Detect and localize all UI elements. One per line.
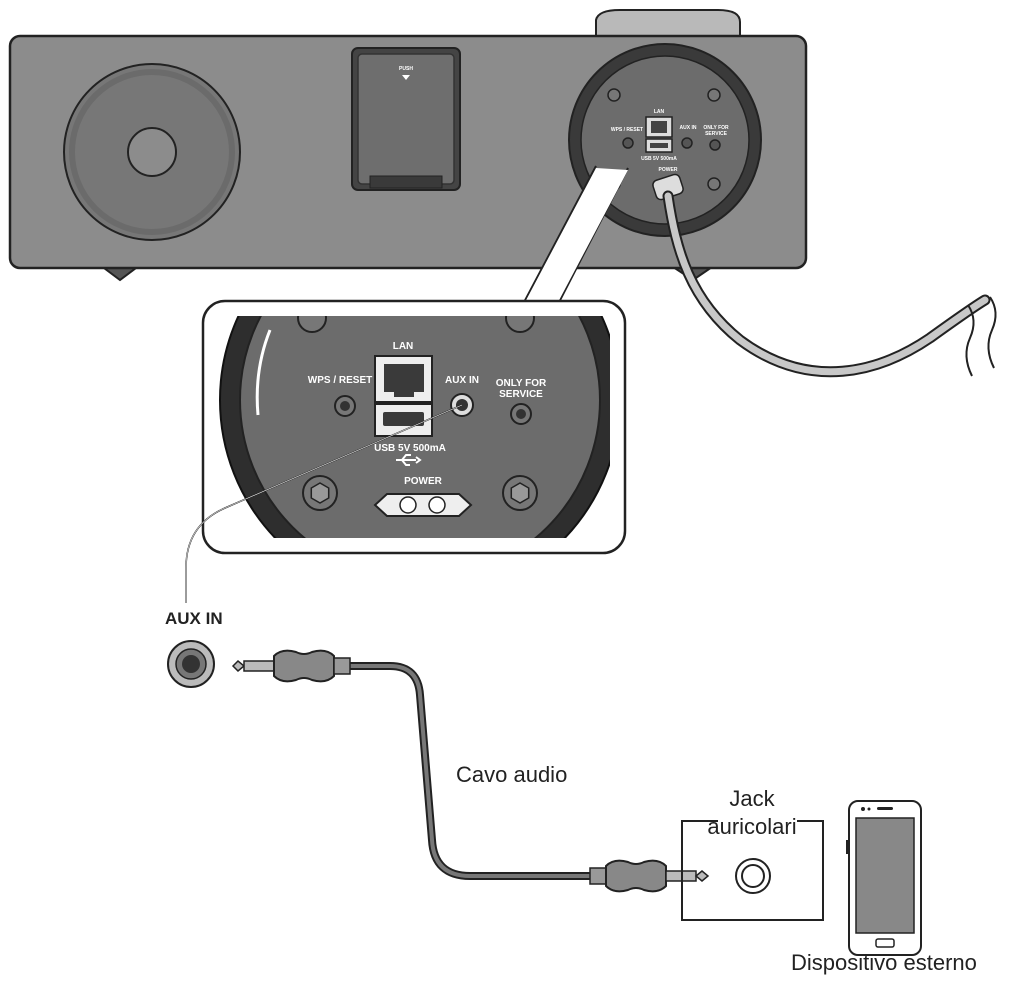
only-for-label: ONLY FOR: [496, 378, 547, 389]
screw-head-icon: [510, 482, 530, 504]
aux-in-jack-small: [681, 137, 693, 149]
cable-label: Cavo audio: [456, 762, 567, 787]
external-device-label: Dispositivo esterno: [791, 950, 977, 975]
bass-port-ring: [69, 69, 235, 235]
cord-break-icon: [965, 296, 997, 377]
usb-socket-icon: [383, 412, 424, 426]
power-pin-icon: [399, 496, 417, 514]
callout-pointer-fill: [523, 168, 628, 306]
screw-icon: [707, 177, 721, 191]
usb-label: USB 5V 500mA: [374, 443, 446, 454]
bass-port-center: [127, 127, 177, 177]
power-label-small: POWER: [659, 167, 678, 173]
screw-head-icon: [310, 482, 330, 504]
zoomed-connection-panel: LAN USB 5V 500mA WPS / RESET AUX IN ONLY…: [218, 316, 610, 538]
panel-highlight: [255, 329, 272, 416]
power-socket: [373, 493, 473, 517]
headphone-jack-label-line1: Jack: [729, 786, 775, 811]
audio-cable-fill: [350, 664, 592, 878]
service-label-small: SERVICE: [705, 131, 728, 137]
aux-in-title: AUX IN: [165, 609, 223, 628]
device-top-cap: [595, 9, 741, 39]
headphone-jack-inner: [741, 864, 765, 888]
audio-plug-left: [231, 649, 351, 683]
wps-label-small: WPS / RESET: [611, 127, 643, 133]
wps-reset-button-center: [340, 401, 350, 411]
usb-port-small-socket: [650, 143, 668, 148]
speaker-device: PUSH LAN USB 5V 500mA WPS / RESET AUX IN: [8, 9, 997, 378]
service-port-small: [709, 139, 721, 151]
push-label: PUSH: [399, 66, 413, 72]
lan-label: LAN: [393, 341, 414, 352]
screw-icon: [505, 316, 535, 333]
usb-symbol-icon: [396, 454, 422, 466]
push-door[interactable]: PUSH: [351, 47, 461, 191]
headphone-jack-box: Jack auricolari: [681, 786, 824, 921]
aux-in-label: AUX IN: [445, 375, 479, 386]
headphone-jack-label-line2: auricolari: [707, 814, 796, 839]
wps-reset-label: WPS / RESET: [308, 375, 372, 386]
only-for-label-small: ONLY FOR: [703, 125, 729, 131]
lan-socket-icon: [384, 364, 424, 397]
screw-icon: [607, 88, 621, 102]
lan-label-small: LAN: [654, 109, 665, 115]
aux-in-jack-large: [167, 640, 215, 688]
usb-label-small: USB 5V 500mA: [641, 156, 677, 162]
power-label: POWER: [404, 476, 443, 487]
service-label: SERVICE: [499, 389, 543, 400]
screw-icon: [297, 316, 327, 333]
push-arrow-icon: [402, 75, 410, 80]
wps-reset-button-small: [622, 137, 634, 149]
aux-leader-highlight: [185, 404, 463, 603]
audio-plug-right: [589, 859, 710, 893]
lan-port-small-socket: [651, 121, 667, 133]
service-port-center: [516, 409, 526, 419]
power-pin-icon: [428, 496, 446, 514]
smartphone-icon: [846, 800, 922, 956]
screw-icon: [707, 88, 721, 102]
power-cord-fill: [664, 192, 989, 376]
aux-label-small: AUX IN: [680, 125, 697, 131]
